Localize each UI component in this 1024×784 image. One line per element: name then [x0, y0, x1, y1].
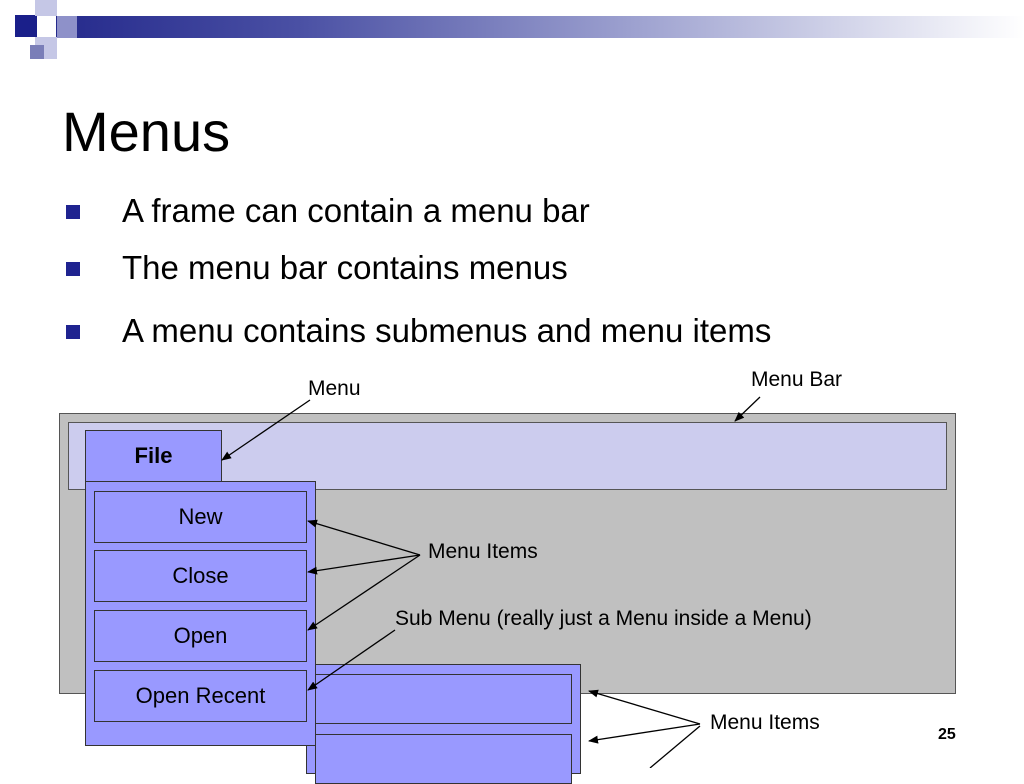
callout-menu: Menu	[308, 377, 361, 400]
bullet-text: A frame can contain a menu bar	[122, 192, 590, 229]
menu-item-close[interactable]: Close	[94, 550, 307, 602]
callout-menu-bar: Menu Bar	[751, 368, 843, 391]
submenu-panel	[306, 664, 581, 784]
file-menu[interactable]: File	[85, 430, 222, 482]
decor-square	[15, 15, 37, 37]
submenu-item[interactable]	[315, 674, 572, 724]
bullet-square-icon	[66, 205, 80, 219]
slide-title: Menus	[62, 100, 231, 163]
file-dropdown: New Close Open Open Recent	[85, 481, 316, 746]
bullet-square-icon	[66, 262, 80, 276]
callout-sub-menu: Sub Menu (really just a Menu inside a Me…	[395, 607, 812, 630]
bullet-square-icon	[66, 325, 80, 339]
menu-item-open-recent[interactable]: Open Recent	[94, 670, 307, 722]
decor-square	[35, 0, 57, 16]
callout-menu-items-2: Menu Items	[710, 711, 820, 734]
bullet-text: A menu contains submenus and menu items	[122, 312, 772, 349]
arrow-to-submenu-item-2	[588, 723, 701, 744]
bullet-text: The menu bar contains menus	[122, 249, 568, 286]
submenu-item[interactable]	[315, 734, 572, 784]
arrow-to-submenu-item-1	[588, 689, 701, 725]
callout-menu-items: Menu Items	[428, 540, 538, 563]
menu-item-new[interactable]: New	[94, 491, 307, 543]
menu-item-open[interactable]: Open	[94, 610, 307, 662]
decor-square	[30, 45, 44, 59]
page-number: 25	[938, 726, 956, 743]
decor-square	[57, 16, 77, 38]
header-gradient-bar	[56, 16, 1024, 38]
arrow-offscreen	[649, 725, 701, 768]
